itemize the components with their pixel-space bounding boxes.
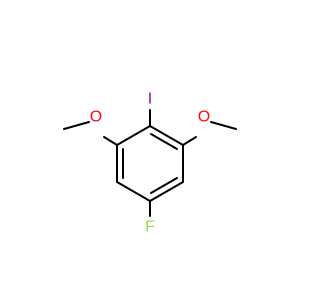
molecule-structure-diagram: I O O F	[63, 91, 237, 236]
bond-c6-oxygen-left	[103, 136, 118, 146]
atom-label-oxygen-right: O	[198, 109, 210, 126]
double-bond-inner-c1-c2	[150, 133, 178, 150]
bond-c2-oxygen-right	[182, 136, 197, 146]
double-bond-inner-c3-c4	[150, 177, 178, 194]
bond-oxygen-right-methyl	[210, 121, 237, 130]
ring-bond-c6-c1	[116, 125, 151, 146]
ring-bond-c1-c2	[149, 125, 184, 146]
bond-oxygen-left-methyl	[63, 121, 90, 130]
atom-label-oxygen-left: O	[90, 109, 102, 126]
ring-bond-c4-c5	[116, 181, 151, 202]
ring-bond-c3-c4	[149, 181, 184, 202]
atom-label-iodine: I	[148, 91, 152, 108]
atom-label-fluorine: F	[145, 219, 155, 236]
